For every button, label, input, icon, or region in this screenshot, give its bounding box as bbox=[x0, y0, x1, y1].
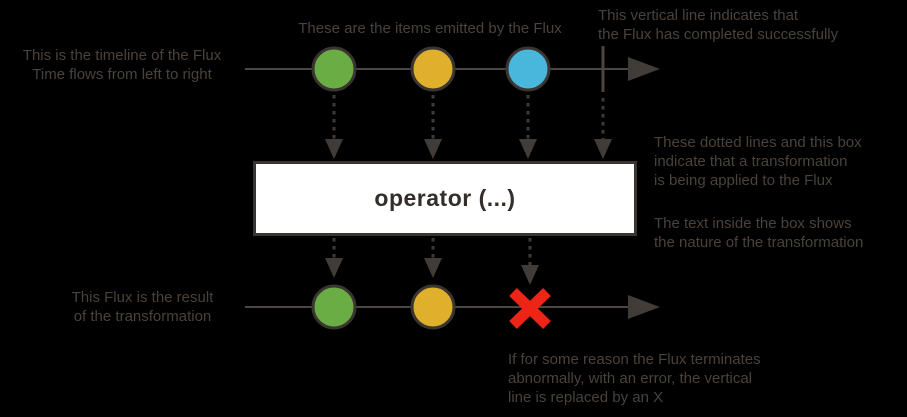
top-dashed-arrowheads bbox=[325, 139, 612, 159]
arrowhead-icon bbox=[519, 139, 537, 159]
source-marble-yellow bbox=[410, 46, 456, 92]
note-line: is being applied to the Flux bbox=[654, 172, 833, 189]
note-line: of the transformation bbox=[73, 308, 212, 325]
note-line: These dotted lines and this box bbox=[654, 134, 862, 151]
operator-box: operator (...) bbox=[253, 161, 637, 236]
source-marble-green bbox=[311, 46, 357, 92]
note-line: Time flows from left to right bbox=[32, 66, 212, 83]
bottom-dashed-arrowheads bbox=[325, 258, 539, 285]
note-line: This is the timeline of the Flux bbox=[22, 47, 222, 64]
arrowhead-icon bbox=[424, 258, 442, 278]
note-line: The text inside the box shows bbox=[654, 215, 852, 232]
result-marble-yellow bbox=[410, 284, 456, 330]
note-line: indicate that a transformation bbox=[654, 153, 848, 170]
result-note: This Flux is the result of the transform… bbox=[35, 288, 250, 326]
arrowhead-icon bbox=[424, 139, 442, 159]
complete-note: This vertical line indicates that the Fl… bbox=[598, 6, 838, 44]
top-dashed-lines bbox=[332, 95, 605, 140]
arrowhead-icon bbox=[594, 139, 612, 159]
note-line: line is replaced by an X bbox=[508, 389, 664, 406]
result-timeline-arrowhead-icon bbox=[628, 295, 660, 319]
note-line: abnormally, with an error, the vertical bbox=[508, 370, 752, 387]
result-marble-green bbox=[311, 284, 357, 330]
note-line: If for some reason the Flux terminates bbox=[508, 351, 761, 368]
items-note: These are the items emitted by the Flux bbox=[240, 19, 620, 38]
source-timeline-arrowhead-icon bbox=[628, 57, 660, 81]
note-line: This Flux is the result bbox=[71, 289, 214, 306]
transform-note: These dotted lines and this box indicate… bbox=[654, 133, 862, 190]
error-x-icon bbox=[509, 288, 551, 329]
note-line: This vertical line indicates that bbox=[598, 7, 799, 24]
note-line: the Flux has completed successfully bbox=[598, 26, 839, 43]
arrowhead-icon bbox=[325, 258, 343, 278]
timeline-note: This is the timeline of the Flux Time fl… bbox=[6, 46, 238, 84]
arrowhead-icon bbox=[521, 265, 539, 285]
operator-box-label: operator (...) bbox=[374, 185, 516, 211]
source-marble-blue bbox=[505, 46, 551, 92]
arrowhead-icon bbox=[325, 139, 343, 159]
note-line: the nature of the transformation bbox=[654, 234, 864, 251]
box-text-note: The text inside the box shows the nature… bbox=[654, 214, 863, 252]
note-line: These are the items emitted by the Flux bbox=[298, 20, 562, 37]
error-x-stroke bbox=[509, 288, 551, 329]
error-note: If for some reason the Flux terminates a… bbox=[508, 350, 761, 407]
bottom-dashed-lines bbox=[332, 238, 532, 266]
